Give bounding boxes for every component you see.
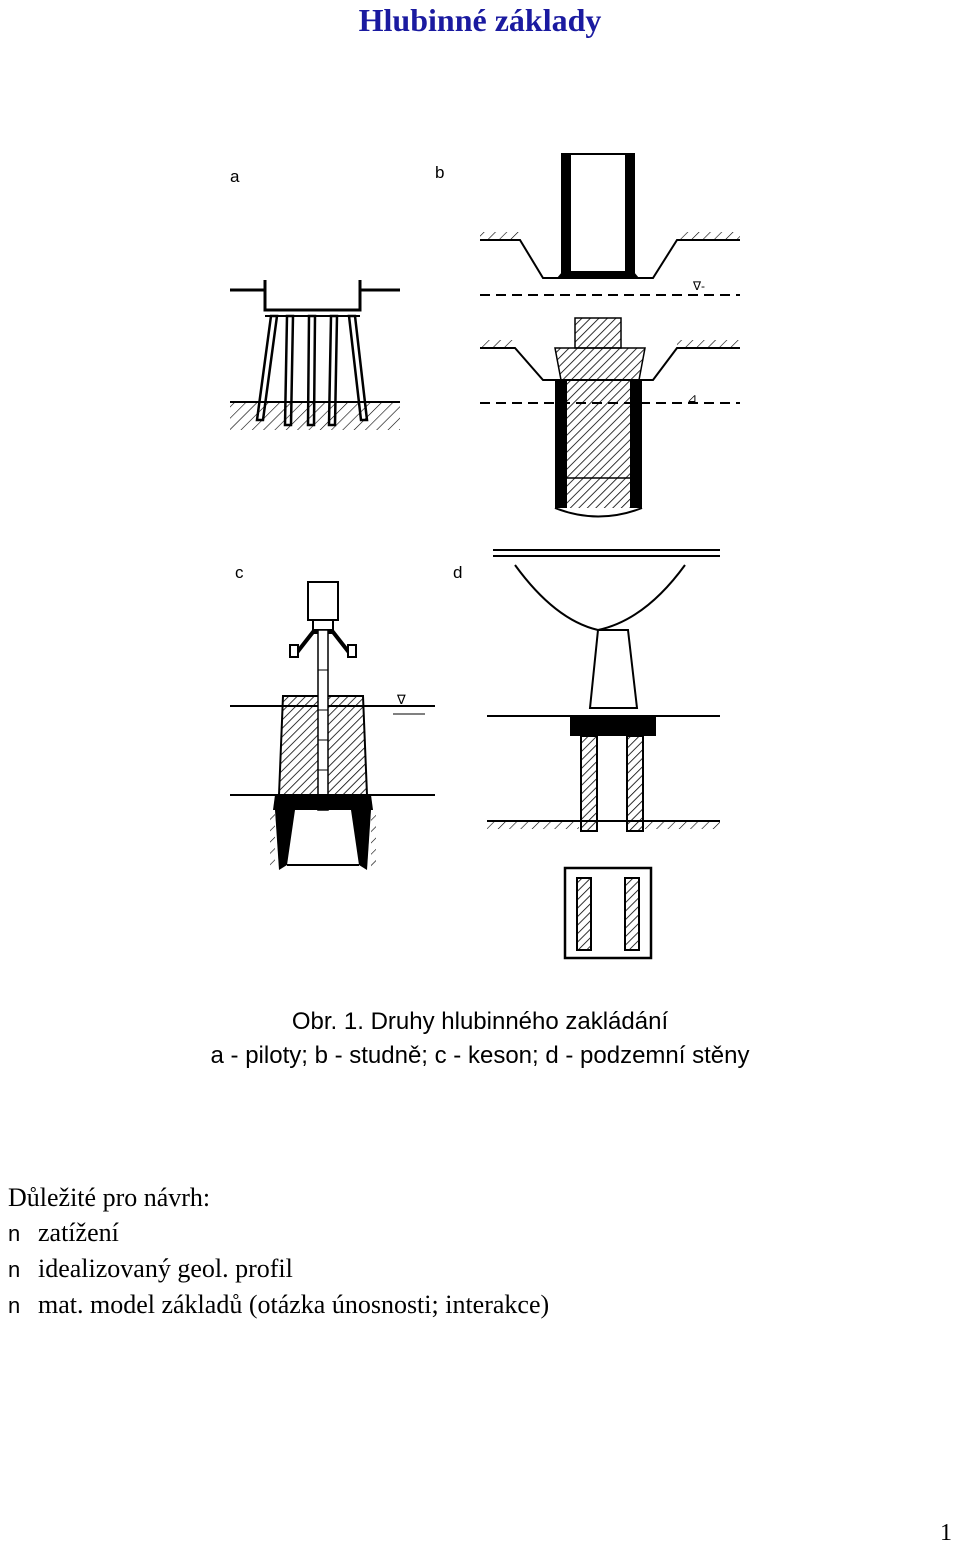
caisson-drawing: ∇ (230, 581, 435, 870)
figure-drawing: a b c d (230, 153, 740, 960)
bullet-marker: n (8, 1221, 21, 1246)
figure-caption-title: Obr. 1. Druhy hlubinného zakládání (291, 1008, 669, 1035)
well-drawing: ∇- ⊿ (480, 153, 740, 518)
bullet-marker: n (8, 1293, 21, 1318)
label-a: a (230, 167, 240, 186)
figure-caption-legend: a - piloty; b - studně; c - keson; d - p… (210, 1042, 750, 1069)
list-item: n mat. model základů (otázka únosnosti; i… (8, 1287, 549, 1323)
piles-drawing (230, 280, 400, 430)
svg-text:∇: ∇ (396, 692, 406, 707)
svg-text:⊿: ⊿ (687, 391, 697, 405)
diaphragm-walls-drawing (487, 549, 720, 960)
list-item-text: mat. model základů (otázka únosnosti; in… (38, 1290, 550, 1319)
list-item-text: idealizovaný geol. profil (38, 1254, 293, 1283)
notes-heading: Důležité pro návrh: (8, 1183, 211, 1212)
list-item: n idealizovaný geol. profil (8, 1251, 549, 1287)
label-d: d (453, 563, 462, 582)
list-item-text: zatížení (38, 1218, 119, 1247)
foundation-types-figure: a b c d (225, 140, 745, 970)
label-c: c (235, 563, 244, 582)
page-title: Hlubinné základy (358, 2, 602, 38)
bullet-marker: n (8, 1257, 21, 1282)
page-number: 1 (940, 1520, 952, 1546)
svg-text:∇-: ∇- (692, 279, 705, 293)
list-item: n zatížení (8, 1215, 549, 1251)
design-notes: Důležité pro návrh: n zatížení n idealizov… (8, 1180, 549, 1323)
label-b: b (435, 163, 444, 182)
